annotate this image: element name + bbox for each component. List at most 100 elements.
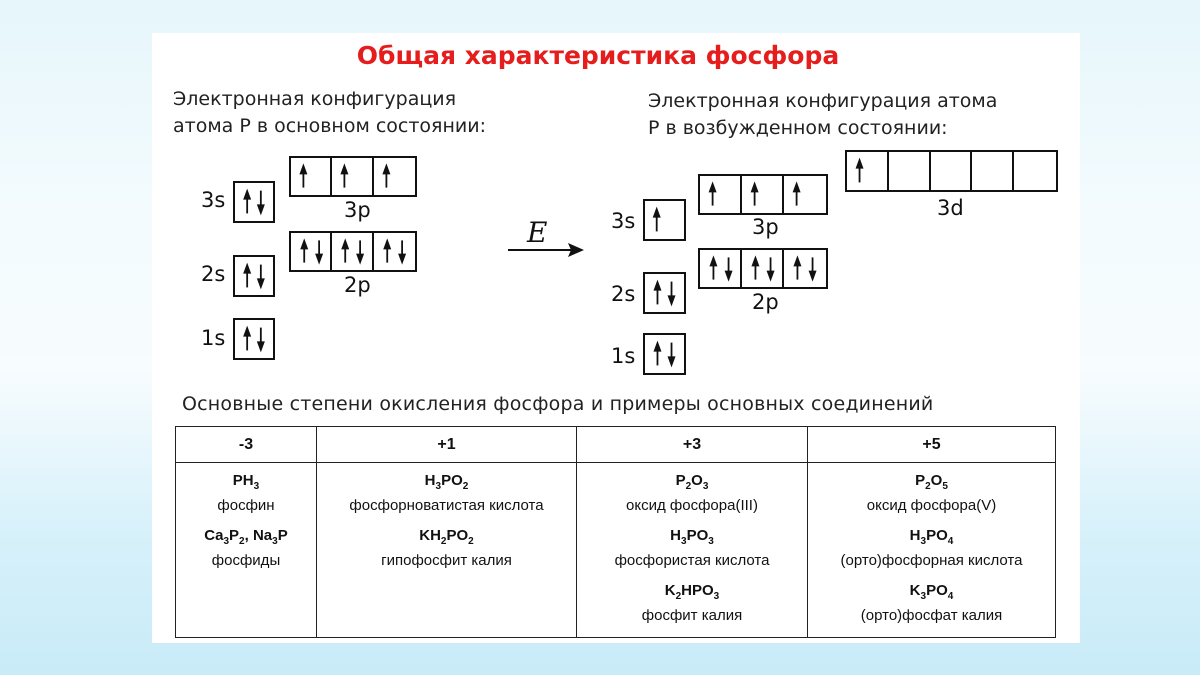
- orbital-cell: [645, 335, 684, 373]
- spin-up-arrow-icon: [855, 157, 864, 183]
- ground-2s-label: 2s: [201, 262, 226, 286]
- compound-name: гипофосфит калия: [381, 552, 512, 569]
- header-cell: -3: [175, 426, 317, 463]
- excited-1s-label: 1s: [611, 344, 636, 368]
- compound-name: оксид фосфора(III): [626, 497, 758, 514]
- excited-caption-line1: Электронная конфигурация атома: [648, 90, 998, 112]
- excited-3s-label: 3s: [611, 209, 636, 233]
- ground-2s-orbital: [233, 255, 275, 297]
- compound-formula: K3PO4: [909, 582, 954, 602]
- spin-up-arrow-icon: [793, 255, 802, 280]
- orbital-cell: [889, 152, 931, 190]
- spin-up-arrow-icon: [652, 206, 661, 232]
- orbital-cell: [235, 183, 273, 221]
- orbital-cell: [235, 257, 273, 295]
- spin-down-arrow-icon: [356, 240, 365, 265]
- spin-up-arrow-icon: [341, 238, 350, 263]
- spin-up-arrow-icon: [653, 279, 662, 305]
- compound-entry: P2O3 оксид фосфора(III): [578, 471, 806, 515]
- spin-up-arrow-icon: [243, 325, 252, 351]
- slide: Общая характеристика фосфора Электронная…: [152, 33, 1080, 643]
- spin-down-arrow-icon: [808, 257, 817, 282]
- compound-entry: KH2PO2 гипофосфит калия: [318, 526, 575, 570]
- excited-2s-orbital: [643, 272, 686, 314]
- compound-entry: Ca3P2, Na3P фосфиды: [177, 526, 315, 570]
- compound-name: фосфорноватистая кислота: [349, 497, 544, 514]
- orbital-cell: [742, 176, 784, 213]
- compound-entry: H3PO4(орто)фосфорная кислота: [809, 526, 1054, 570]
- excited-2s-label: 2s: [611, 282, 636, 306]
- page-title: Общая характеристика фосфора: [356, 41, 840, 70]
- spin-up-arrow-icon: [382, 238, 391, 263]
- orbital-cell: [784, 250, 826, 287]
- orbital-cell: [235, 320, 273, 358]
- spin-down-arrow-icon: [667, 342, 676, 368]
- compound-formula: H3PO4: [909, 527, 954, 547]
- excited-2p-orbitals: [698, 248, 828, 289]
- orbital-cell: [291, 158, 333, 195]
- ground-1s-label: 1s: [201, 326, 226, 350]
- spin-up-arrow-icon: [709, 255, 718, 280]
- transition-arrow-icon: [508, 243, 584, 257]
- orbital-cell: [645, 201, 684, 239]
- header-cell: +3: [576, 426, 808, 463]
- excited-2p-label: 2p: [752, 290, 779, 314]
- compound-entry: K3PO4 (орто)фосфат калия: [809, 581, 1054, 625]
- spin-down-arrow-icon: [256, 264, 265, 290]
- compound-entry: PH3 фосфин: [177, 471, 315, 515]
- compound-formula: KH2PO2: [419, 527, 474, 547]
- spin-up-arrow-icon: [750, 181, 759, 206]
- orbital-cell: [700, 250, 742, 287]
- spin-up-arrow-icon: [708, 181, 717, 206]
- excited-caption: Электронная конфигурация атома Р в возбу…: [648, 88, 997, 142]
- ground-3p-orbitals: [289, 156, 417, 197]
- spin-down-arrow-icon: [397, 240, 406, 265]
- orbital-cell: [374, 158, 415, 195]
- compound-name: фосфиды: [211, 552, 281, 569]
- spin-down-arrow-icon: [256, 190, 265, 216]
- orbital-cell: [1014, 152, 1056, 190]
- ground-3p-label: 3p: [344, 198, 371, 222]
- compound-formula: Ca3P2, Na3P: [204, 527, 288, 547]
- ground-2p-label: 2p: [344, 273, 371, 297]
- ground-1s-orbital: [233, 318, 275, 360]
- compound-name: фосфит калия: [641, 607, 743, 624]
- excited-3s-orbital: [643, 199, 686, 241]
- header-cell: +5: [807, 426, 1056, 463]
- table-header-row: -3 +1 +3 +5: [175, 426, 1056, 463]
- orbital-cell: [972, 152, 1015, 190]
- ground-caption-line2: атома Р в основном состоянии:: [173, 115, 486, 137]
- orbital-cell: [332, 233, 374, 270]
- orbital-cell: [931, 152, 973, 190]
- compound-name: (орто)фосфат калия: [860, 607, 1003, 624]
- excited-3d-label: 3d: [937, 196, 964, 220]
- compound-formula: PH3: [232, 472, 260, 492]
- orbital-cell: [645, 274, 684, 312]
- spin-down-arrow-icon: [724, 257, 733, 282]
- excited-3p-orbitals: [698, 174, 828, 215]
- spin-up-arrow-icon: [299, 163, 308, 188]
- spin-up-arrow-icon: [792, 181, 801, 206]
- spin-down-arrow-icon: [315, 240, 324, 265]
- orbital-cell: [742, 250, 784, 287]
- ground-caption: Электронная конфигурация атома Р в основ…: [173, 86, 486, 140]
- spin-up-arrow-icon: [653, 340, 662, 366]
- table-title: Основные степени окисления фосфора и при…: [182, 393, 934, 415]
- compound-name: оксид фосфора(V): [866, 497, 997, 514]
- excited-1s-orbital: [643, 333, 686, 375]
- excited-3p-label: 3p: [752, 215, 779, 239]
- compound-formula: P2O3: [675, 472, 709, 492]
- spin-down-arrow-icon: [667, 281, 676, 307]
- ground-3s-label: 3s: [201, 188, 226, 212]
- compound-name: фосфин: [217, 497, 275, 514]
- ground-3s-orbital: [233, 181, 275, 223]
- compound-formula: H3PO3: [670, 527, 714, 547]
- orbital-cell: [332, 158, 374, 195]
